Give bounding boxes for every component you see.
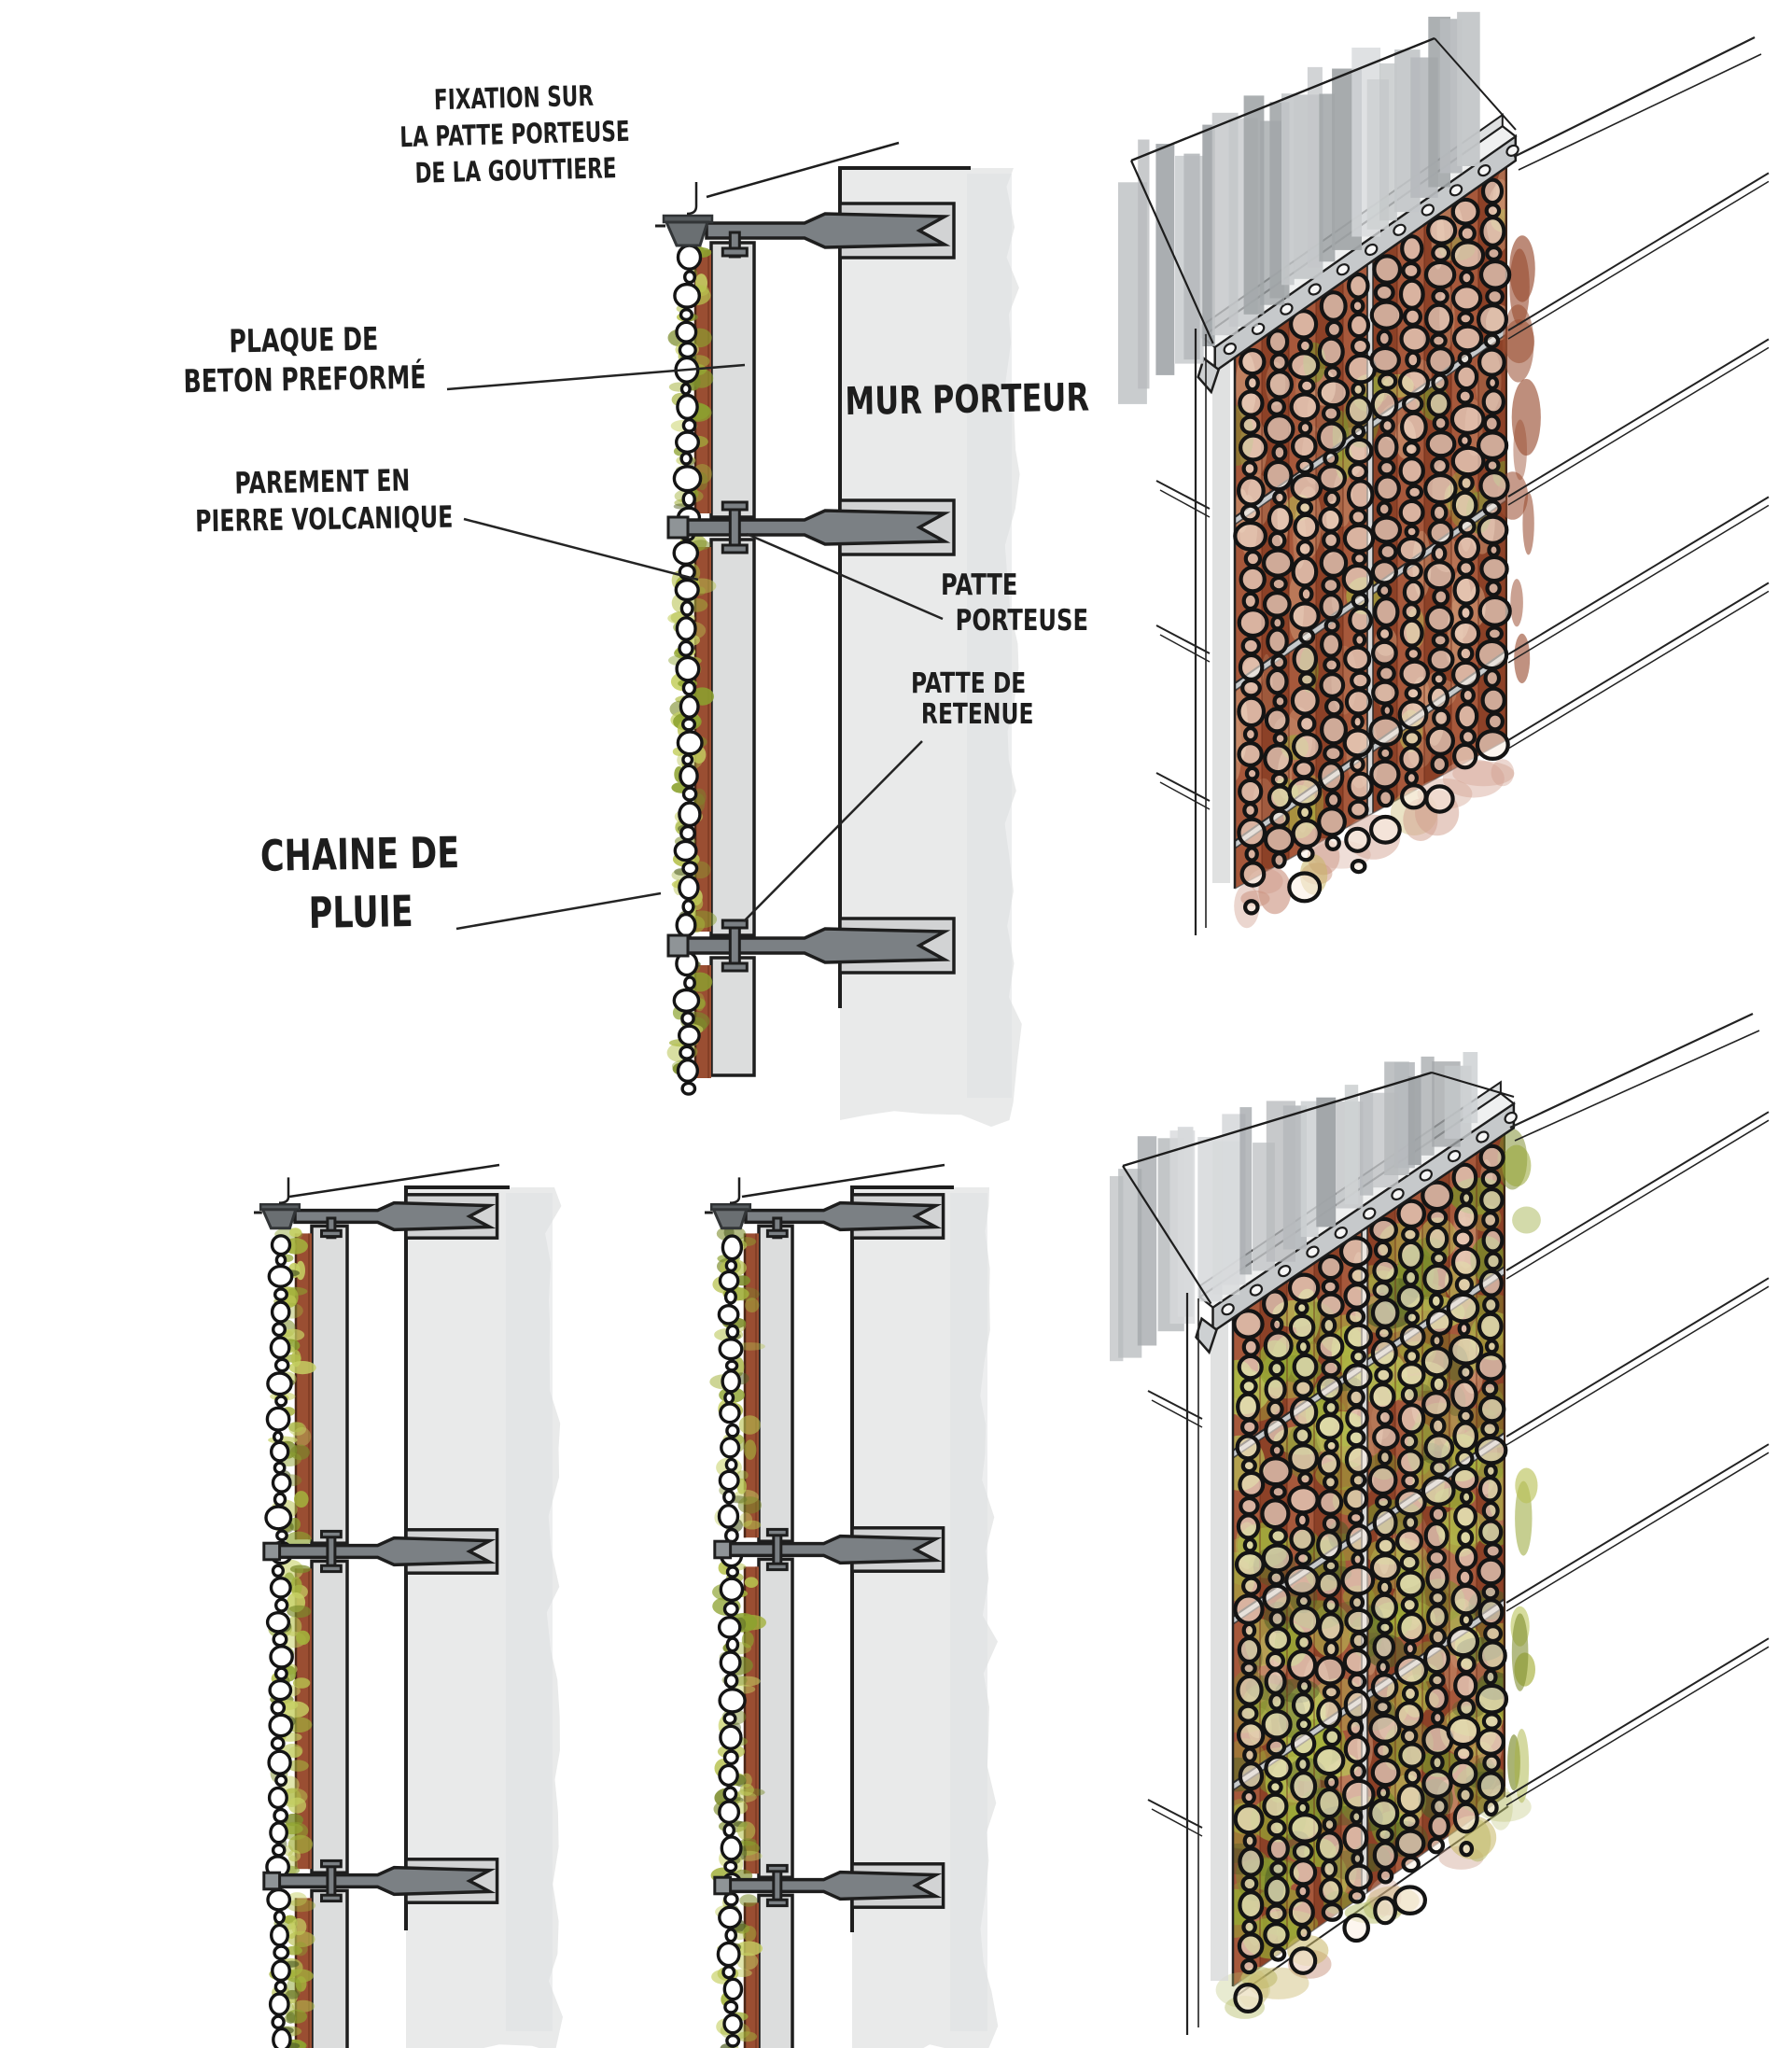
- perspective-facade-stone: [1118, 11, 1770, 935]
- label-line: CHAINE DE: [259, 827, 460, 881]
- leader-retenue: [743, 740, 923, 922]
- label-line: LA PATTE PORTEUSE: [399, 115, 631, 155]
- rain-chains: [1233, 177, 1512, 916]
- label-chaine-pluie: CHAINE DE PLUIE: [243, 823, 479, 943]
- label-line: DE LA GOUTTIERE: [414, 152, 617, 190]
- leader-porteuse: [746, 532, 944, 621]
- label-line: MUR PORTEUR: [845, 374, 1090, 424]
- section-detail-main: [655, 141, 1022, 1128]
- label-parement-pierre: PAREMENT EN PIERRE VOLCANIQUE: [194, 461, 454, 540]
- label-line: PATTE DE: [911, 667, 1027, 700]
- section-detail-left: [254, 1163, 563, 2048]
- label-line: PORTEUSE: [955, 604, 1088, 638]
- leader-lines: [446, 363, 944, 931]
- label-patte-retenue: PATTE DE RETENUE: [911, 668, 1033, 730]
- label-line: PATTE: [941, 568, 1018, 602]
- leader-plaque: [446, 363, 746, 391]
- leader-parement: [463, 517, 699, 582]
- rain-chains: [1232, 1143, 1509, 2014]
- perspective-facade-vegetated: [1110, 1013, 1770, 2035]
- section-detail-middle: [705, 1163, 999, 2048]
- label-plaque-beton: PLAQUE DE BETON PREFORMÉ: [183, 319, 427, 402]
- label-line: PAREMENT EN: [234, 462, 411, 501]
- roof-hatch: [1110, 1052, 1478, 1362]
- label-patte-porteuse: PATTE PORTEUSE: [941, 568, 1088, 638]
- label-mur-porteur: MUR PORTEUR: [845, 374, 1089, 424]
- label-line: RETENUE: [920, 698, 1034, 731]
- label-fixation-gouttiere: FIXATION SUR LA PATTE PORTEUSE DE LA GOU…: [392, 77, 637, 193]
- label-line: BETON PREFORMÉ: [183, 358, 427, 401]
- leader-chaine: [455, 891, 662, 931]
- label-line: PLUIE: [308, 886, 414, 938]
- label-line: PIERRE VOLCANIQUE: [194, 498, 454, 540]
- roof-hatch: [1118, 11, 1480, 404]
- label-line: FIXATION SUR: [433, 79, 595, 118]
- label-line: PLAQUE DE: [229, 320, 379, 361]
